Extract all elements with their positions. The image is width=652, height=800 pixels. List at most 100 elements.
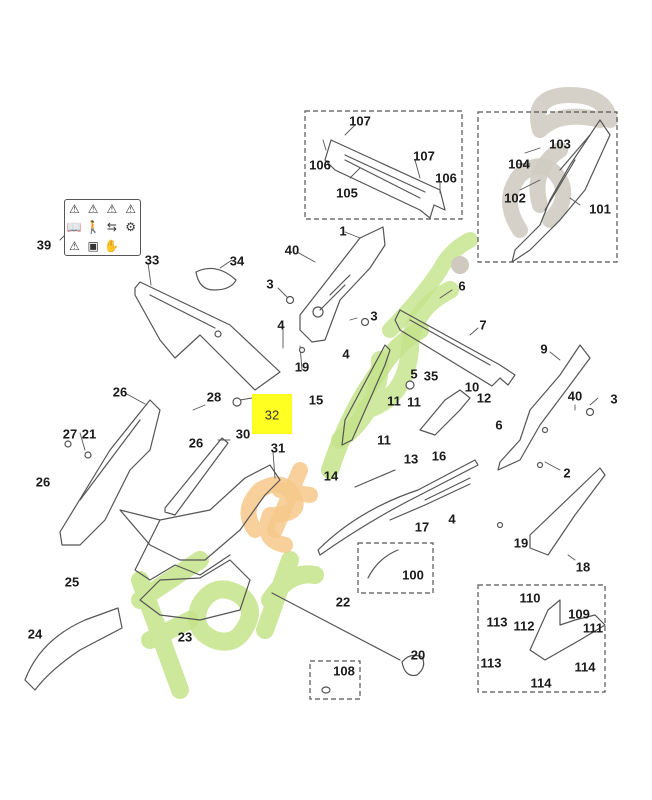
part-22-rod — [271, 592, 401, 661]
part-label-105[interactable]: 105 — [336, 185, 358, 201]
warning-triangle-icon: ⚠ — [68, 238, 80, 253]
blade-icon: ⚙ — [125, 220, 136, 235]
part-label-6[interactable]: 6 — [495, 417, 503, 433]
group-box-101 — [477, 111, 618, 263]
part-label-4[interactable]: 4 — [448, 511, 456, 527]
decal-blank-cell — [121, 237, 140, 255]
part-34-cap — [195, 267, 237, 291]
part-label-25[interactable]: 25 — [64, 574, 80, 590]
part-label-14[interactable]: 14 — [323, 468, 339, 484]
part-label-107[interactable]: 107 — [349, 113, 371, 129]
part-label-21[interactable]: 21 — [81, 426, 97, 442]
part-label-34[interactable]: 34 — [229, 253, 245, 269]
part-label-3[interactable]: 3 — [266, 276, 274, 292]
warning-triangle-icon: ⚠ — [68, 202, 80, 217]
part-label-13[interactable]: 13 — [403, 451, 419, 467]
part-label-109[interactable]: 109 — [568, 606, 590, 622]
part-label-2[interactable]: 2 — [563, 465, 571, 481]
part-9-bracket — [497, 344, 591, 471]
part-label-113[interactable]: 113 — [480, 655, 502, 671]
part-33-cover — [134, 281, 281, 391]
warning-triangle-icon: ⚠ — [106, 202, 118, 217]
part-label-106[interactable]: 106 — [435, 170, 457, 186]
part-label-113[interactable]: 113 — [486, 614, 508, 630]
part-label-40[interactable]: 40 — [284, 242, 300, 258]
part-13-rod — [317, 459, 479, 556]
part-label-110[interactable]: 110 — [519, 590, 541, 606]
part-label-19[interactable]: 19 — [513, 535, 529, 551]
part-label-11[interactable]: 11 — [377, 432, 391, 448]
part-label-39[interactable]: 39 — [36, 237, 52, 253]
part-label-24[interactable]: 24 — [27, 626, 43, 642]
part-20-knob — [401, 654, 425, 677]
part-label-33[interactable]: 33 — [144, 252, 160, 268]
part-label-26[interactable]: 26 — [35, 474, 51, 490]
part-17-spring — [424, 477, 471, 506]
part-7-rail — [394, 309, 516, 387]
part-label-30[interactable]: 30 — [235, 426, 251, 442]
part-label-5[interactable]: 5 — [410, 366, 418, 382]
part-label-26[interactable]: 26 — [112, 384, 128, 400]
safety-decal-part-39: ⚠ ⚠ ⚠ ⚠ 📖 🚶 ⇆ ⚙ ⚠ ▣ ✋ — [64, 199, 141, 256]
part-label-18[interactable]: 18 — [575, 559, 591, 575]
part-label-11[interactable]: 11 — [407, 394, 421, 410]
hand-blade-icon: ✋ — [104, 238, 120, 253]
part-label-1[interactable]: 1 — [339, 223, 347, 239]
part-left-handle-arm — [59, 399, 161, 546]
part-label-16[interactable]: 16 — [431, 448, 447, 464]
part-label-107[interactable]: 107 — [413, 148, 435, 164]
part-label-12[interactable]: 12 — [476, 390, 492, 406]
group-box-100 — [357, 542, 434, 594]
part-label-104[interactable]: 104 — [508, 156, 530, 172]
part-30-bar — [164, 437, 229, 516]
warning-triangle-icon: ⚠ — [125, 202, 136, 217]
part-label-108[interactable]: 108 — [333, 663, 355, 679]
part-label-6[interactable]: 6 — [458, 278, 466, 294]
part-label-10[interactable]: 10 — [464, 379, 480, 395]
part-18-bar — [529, 467, 606, 556]
part-label-7[interactable]: 7 — [479, 317, 487, 333]
part-label-28[interactable]: 28 — [206, 389, 222, 405]
part-label-103[interactable]: 103 — [549, 136, 571, 152]
part-label-31[interactable]: 31 — [270, 440, 286, 456]
part-label-35[interactable]: 35 — [423, 368, 439, 384]
manual-book-icon: 📖 — [66, 220, 82, 235]
highlighted-part-label[interactable]: 32 — [264, 407, 280, 423]
part-label-17[interactable]: 17 — [414, 519, 430, 535]
part-label-4[interactable]: 4 — [342, 346, 350, 362]
group-box-105 — [304, 110, 463, 220]
part-108-washer — [321, 686, 331, 694]
part-109-latch-assembly — [529, 599, 606, 661]
part-label-15[interactable]: 15 — [308, 392, 324, 408]
part-label-3[interactable]: 3 — [610, 391, 618, 407]
part-label-40[interactable]: 40 — [567, 388, 583, 404]
part-label-102[interactable]: 102 — [504, 190, 526, 206]
part-label-3[interactable]: 3 — [370, 308, 378, 324]
part-label-106[interactable]: 106 — [309, 157, 331, 173]
part-1-bracket — [299, 226, 386, 343]
part-label-100[interactable]: 100 — [402, 567, 424, 583]
part-label-11[interactable]: 11 — [387, 393, 401, 409]
mower-icon: ▣ — [87, 238, 99, 253]
part-12-latch — [419, 389, 471, 436]
part-label-101[interactable]: 101 — [589, 201, 611, 217]
bystander-icon: ⇆ — [106, 220, 117, 235]
part-100-rod — [367, 549, 399, 579]
part-label-9[interactable]: 9 — [540, 341, 548, 357]
part-label-112[interactable]: 112 — [513, 618, 535, 634]
part-label-111[interactable]: 111 — [582, 620, 604, 636]
part-label-4[interactable]: 4 — [277, 317, 285, 333]
part-label-114[interactable]: 114 — [574, 659, 596, 675]
warning-triangle-icon: ⚠ — [87, 202, 99, 217]
highlight-box-part-32 — [252, 394, 292, 434]
part-label-27[interactable]: 27 — [62, 426, 78, 442]
part-label-23[interactable]: 23 — [177, 629, 193, 645]
part-label-26[interactable]: 26 — [188, 435, 204, 451]
part-label-20[interactable]: 20 — [410, 647, 426, 663]
distance-person-icon: 🚶 — [85, 220, 101, 235]
part-label-19[interactable]: 19 — [294, 359, 310, 375]
part-31-main-body — [119, 464, 281, 561]
part-label-114[interactable]: 114 — [530, 675, 552, 691]
part-label-22[interactable]: 22 — [335, 594, 351, 610]
